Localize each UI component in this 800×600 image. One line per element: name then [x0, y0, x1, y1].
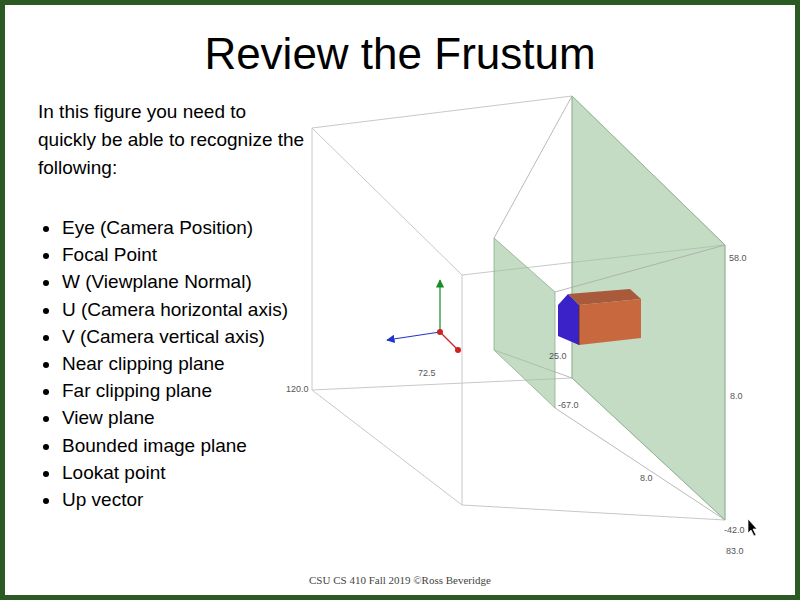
frustum-edges: [494, 96, 725, 520]
bullet-dot: [43, 498, 49, 504]
near-plane: [494, 238, 555, 408]
intro-text: In this figure you need to quickly be ab…: [38, 98, 306, 182]
axis-value: 120.0: [286, 384, 309, 395]
bullet-dot: [43, 308, 49, 314]
axis-value: -42.0: [724, 525, 745, 536]
axis-value: -67.0: [558, 400, 579, 411]
bullet-item: Eye (Camera Position): [62, 216, 253, 240]
bullet-item: W (Viewplane Normal): [62, 270, 252, 294]
axis-value: 72.5: [418, 368, 436, 379]
bullet-item: Bounded image plane: [62, 434, 247, 458]
slide-title: Review the Frustum: [0, 28, 800, 80]
house-object: [558, 289, 641, 345]
axis-value: 8.0: [730, 391, 743, 402]
bullet-dot: [43, 444, 49, 450]
bullet-dot: [43, 389, 49, 395]
bullet-dot: [43, 335, 49, 341]
bullet-item: Near clipping plane: [62, 352, 225, 376]
bounding-cube: [312, 96, 725, 520]
bullet-item: U (Camera horizontal axis): [62, 298, 288, 322]
axis-value: 58.0: [729, 253, 747, 264]
bullet-dot: [43, 253, 49, 259]
bullet-dot: [43, 362, 49, 368]
world-axes: [387, 280, 461, 353]
bullet-item: Up vector: [62, 488, 143, 512]
axis-value: 25.0: [549, 351, 567, 362]
bullet-dot: [43, 280, 49, 286]
bullet-item: Focal Point: [62, 243, 157, 267]
bullet-dot: [43, 471, 49, 477]
bullet-item: V (Camera vertical axis): [62, 325, 265, 349]
bullet-item: Lookat point: [62, 461, 166, 485]
axis-value: 83.0: [726, 546, 744, 557]
mouse-cursor: [748, 519, 757, 536]
bullet-dot: [43, 416, 49, 422]
bullet-item: Far clipping plane: [62, 379, 212, 403]
bullet-dot: [43, 226, 49, 232]
bullet-item: View plane: [62, 406, 155, 430]
far-plane: [572, 96, 725, 520]
axis-value: 8.0: [640, 473, 653, 484]
copyright-caption: CSU CS 410 Fall 2019 ©Ross Beveridge: [0, 574, 800, 587]
